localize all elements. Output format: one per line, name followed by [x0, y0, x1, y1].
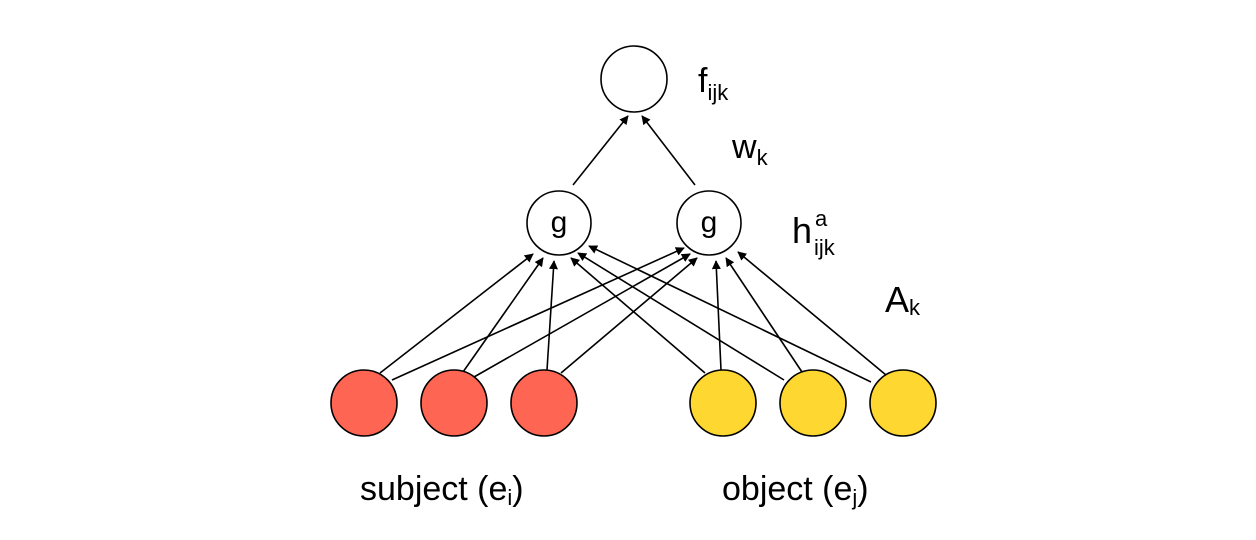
edge-s2-to-g1	[462, 257, 544, 373]
edge-o2-to-g2	[725, 257, 803, 373]
weight-label: wk	[731, 128, 769, 170]
object-node-1	[689, 369, 757, 437]
edge-o3-to-g2	[737, 251, 887, 376]
tensor-label: Ak	[885, 279, 921, 320]
hidden-node-g2-text: g	[701, 206, 718, 239]
subject-node-2	[420, 369, 488, 437]
output-label-base: f	[698, 62, 708, 100]
hidden-label-sub: ijk	[814, 235, 836, 260]
object-label: object (ej)	[722, 470, 869, 510]
edge-o1-to-g2	[711, 260, 722, 371]
subject-label-prefix: subject (e	[360, 470, 507, 508]
tensor-label-base: A	[885, 279, 909, 320]
edge-s1-to-g2	[391, 247, 685, 381]
object-label-suffix: )	[857, 470, 868, 508]
object-node-3	[869, 369, 937, 437]
edge-g1-to-output	[572, 115, 629, 186]
output-label-sub: ijk	[707, 80, 729, 105]
edge-g2-to-output	[641, 115, 696, 186]
hidden-label-base: h	[792, 210, 812, 251]
edge-s3-to-g2	[560, 257, 698, 374]
object-label-prefix: object (e	[722, 470, 852, 508]
edge-o2-to-g1	[577, 252, 785, 381]
edge-s3-to-g1	[546, 260, 558, 371]
subject-label-suffix: )	[512, 470, 523, 508]
object-node-2	[779, 369, 847, 437]
subject-node-1	[330, 369, 398, 437]
subject-label: subject (ei)	[360, 470, 524, 510]
output-node	[600, 45, 668, 113]
edge-o3-to-g1	[588, 245, 872, 383]
hidden-label-sup: a	[815, 206, 828, 231]
hidden-node-g1	[526, 190, 592, 256]
weight-label-sub: k	[757, 145, 769, 170]
hidden-node-g2	[676, 190, 742, 256]
object-label-sub: j	[851, 485, 857, 510]
output-label: fijk	[698, 62, 729, 105]
hidden-node-g1-text: g	[551, 206, 568, 239]
subject-label-sub: i	[507, 485, 512, 510]
weight-label-base: w	[731, 128, 757, 166]
tensor-label-sub: k	[909, 295, 921, 320]
edge-s1-to-g1	[379, 253, 534, 374]
edge-o1-to-g1	[570, 257, 706, 374]
subject-node-3	[510, 369, 578, 437]
edge-s2-to-g2	[473, 253, 691, 378]
edges-layer	[379, 115, 887, 383]
